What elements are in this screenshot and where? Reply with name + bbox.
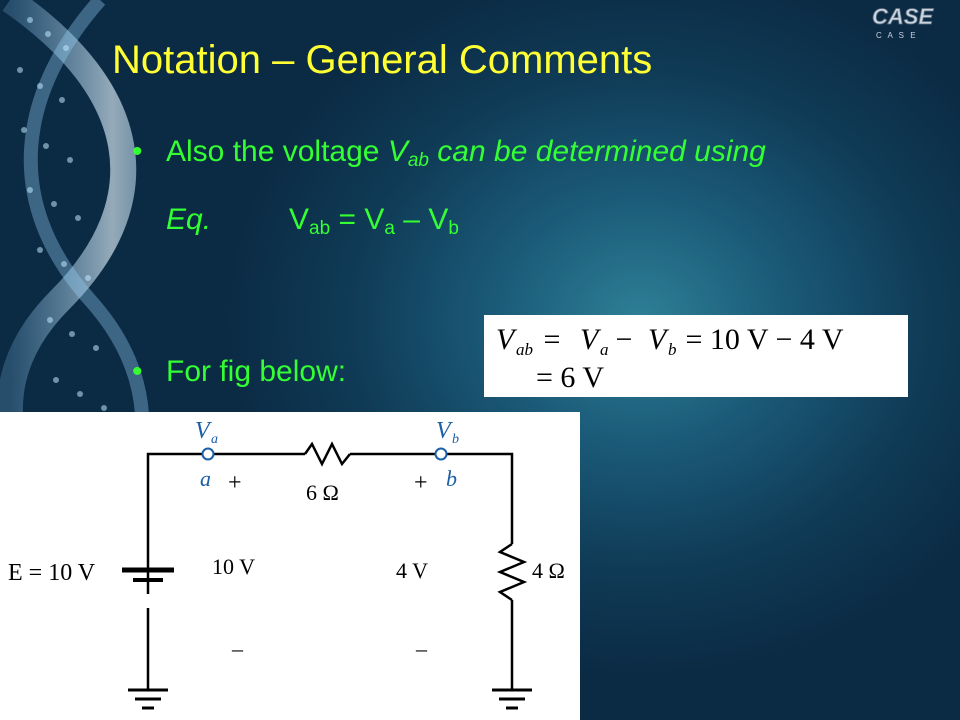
minus-a: – xyxy=(231,636,244,661)
minus-b: – xyxy=(415,636,428,661)
svg-text:V: V xyxy=(580,323,602,356)
circuit-diagram: V a V b a b + + 6 Ω E = 10 V 10 V 4 V 4 … xyxy=(0,412,580,720)
vab-formula: Vab = Va – Vb xyxy=(289,203,459,239)
case-logo: CASE C A S E xyxy=(872,4,935,40)
label-vb: V xyxy=(436,418,453,444)
ground-left xyxy=(128,688,168,710)
label-10v: 10 V xyxy=(212,554,255,579)
label-b: b xyxy=(446,466,457,491)
svg-text:= 10 V − 4 V: = 10 V − 4 V xyxy=(678,323,844,356)
plus-b: + xyxy=(414,470,428,496)
node-b xyxy=(434,447,448,461)
label-4-ohm: 4 Ω xyxy=(532,558,565,583)
label-4v: 4 V xyxy=(396,558,428,583)
wire-top-left xyxy=(146,452,203,572)
svg-text:b: b xyxy=(452,432,459,447)
resistor-6-ohm xyxy=(303,441,351,467)
svg-text:V: V xyxy=(496,323,518,356)
vab-symbol: Vab xyxy=(387,135,429,171)
resistor-4-ohm xyxy=(496,542,528,602)
vab-equation: V ab = V a − V b = 10 V − 4 V = 6 V xyxy=(496,323,844,394)
bullet-eq-line: Eq.Vab = Va – Vb xyxy=(166,203,459,239)
svg-text:C A S E: C A S E xyxy=(876,31,918,40)
node-a xyxy=(201,447,215,461)
svg-text:b: b xyxy=(668,340,677,359)
label-a: a xyxy=(200,466,211,491)
label-va: V xyxy=(195,418,212,444)
svg-text:a: a xyxy=(600,340,609,359)
bullet-dot: • xyxy=(132,355,143,388)
slide-title: Notation – General Comments xyxy=(112,38,653,82)
svg-text:=: = xyxy=(536,323,568,356)
svg-text:CASE: CASE xyxy=(872,4,934,29)
svg-text:V: V xyxy=(648,323,670,356)
bullet-dot: • xyxy=(132,135,143,168)
label-6-ohm: 6 Ω xyxy=(306,480,339,505)
equation-box: V ab = V a − V b = 10 V − 4 V = 6 V xyxy=(484,315,908,397)
svg-text:a: a xyxy=(211,432,218,447)
svg-text:= 6 V: = 6 V xyxy=(536,361,604,394)
plus-a: + xyxy=(228,470,242,496)
label-source-e: E = 10 V xyxy=(8,560,96,586)
ground-right xyxy=(492,688,532,710)
wire-top-right xyxy=(446,452,514,544)
bullet-for-fig: •For fig below: xyxy=(132,355,347,388)
svg-text:−: − xyxy=(608,323,640,356)
bullet-voltage-vab: •Also the voltage Vab can be determined … xyxy=(132,135,766,171)
svg-text:ab: ab xyxy=(516,340,533,359)
